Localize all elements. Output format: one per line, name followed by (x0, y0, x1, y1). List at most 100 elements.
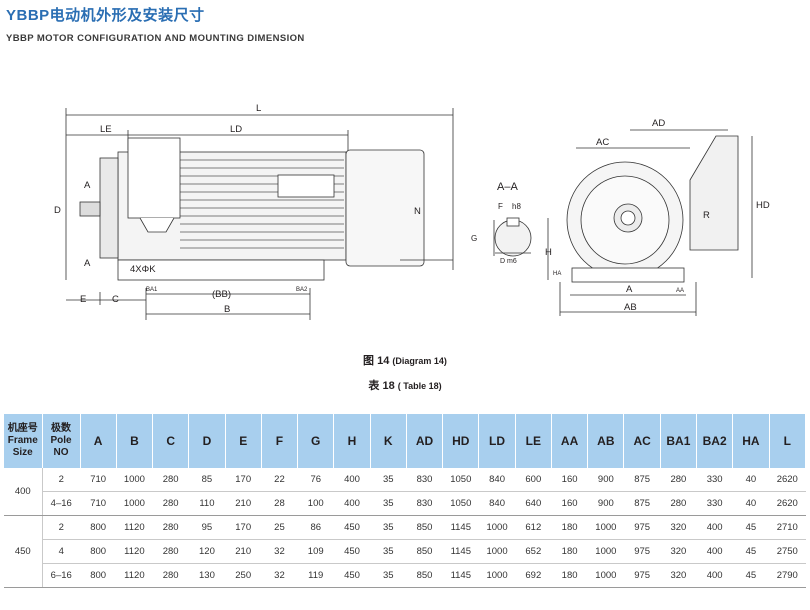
dim-label-K: 4XΦK (130, 264, 156, 275)
table-cell: 280 (152, 563, 189, 588)
table-cell: 1000 (116, 491, 153, 516)
dim-label-E: E (80, 294, 86, 305)
header-col: L (769, 414, 807, 468)
table-caption-en: ( Table 18) (397, 381, 442, 391)
table-cell: 2790 (769, 563, 806, 588)
section-title: A–A (497, 181, 518, 193)
table-cell: 975 (623, 515, 661, 540)
table-cell: 1000 (478, 563, 516, 588)
table-cell: 1120 (116, 539, 153, 564)
header-col: LD (478, 414, 516, 468)
table-cell: 22 (261, 468, 298, 492)
header-col: AA (551, 414, 589, 468)
table-cell: 850 (406, 515, 443, 540)
dimension-table: 机座号 Frame Size 极数 Pole NO A B C D E F G … (4, 414, 807, 588)
dim-label-AD: AD (652, 118, 665, 129)
pole-cell: 6–16 (42, 563, 80, 588)
table-cell: 830 (406, 468, 443, 492)
table-cell: 210 (225, 539, 262, 564)
table-cell: 710 (80, 491, 117, 516)
table-cell: 35 (370, 539, 407, 564)
header-col: BA2 (696, 414, 734, 468)
pole-cell: 4–16 (42, 491, 80, 516)
header-col: AD (406, 414, 444, 468)
table-cell: 160 (551, 491, 588, 516)
diagram-caption-en: (Diagram 14) (392, 356, 447, 366)
table-cell: 119 (297, 563, 334, 588)
dim-label-C: C (112, 294, 119, 305)
table-cell: 1120 (116, 563, 153, 588)
header-col: D (188, 414, 226, 468)
dim-label-LE: LE (100, 124, 112, 135)
table-cell: 600 (515, 468, 552, 492)
header-col: H (333, 414, 371, 468)
pole-cell: 2 (42, 515, 80, 540)
table-cell: 1000 (587, 563, 624, 588)
dim-label-BB: (BB) (212, 289, 231, 300)
header-col: A (80, 414, 117, 468)
page-title: YBBP电动机外形及安装尺寸 (6, 7, 205, 24)
table-cell: 1050 (442, 491, 479, 516)
header-col: BA1 (660, 414, 698, 468)
table-cell: 400 (696, 563, 733, 588)
table-cell: 45 (732, 539, 770, 564)
dim-label-A-end: A (626, 284, 633, 295)
table-cell: 800 (80, 539, 117, 564)
dim-label-D: D (54, 205, 61, 216)
table-cell: 875 (623, 491, 661, 516)
table-cell: 652 (515, 539, 552, 564)
table-cell: 900 (587, 491, 624, 516)
dim-label-L: L (256, 103, 261, 114)
header-frame-size: 机座号 Frame Size (4, 414, 43, 468)
motor-dimension-drawing: L LE LD D A A N 4XΦK BA1 BA2 (BB) B E C … (54, 103, 770, 320)
dim-label-D-m6: D m6 (500, 258, 517, 265)
header-col: AB (587, 414, 625, 468)
diagram-caption-cn: 图 14 (363, 355, 390, 367)
page-header: YBBP电动机外形及安装尺寸 YBBP MOTOR CONFIGURATION … (6, 4, 305, 44)
dim-label-LD: LD (230, 124, 242, 135)
header-col: AC (623, 414, 661, 468)
table-cell: 2710 (769, 515, 806, 540)
table-cell: 280 (660, 491, 697, 516)
table-cell: 35 (370, 563, 407, 588)
table-cell: 86 (297, 515, 334, 540)
table-cell: 280 (660, 468, 697, 492)
table-cell: 2620 (769, 468, 806, 492)
table-cell: 875 (623, 468, 661, 492)
table-cell: 710 (80, 468, 117, 492)
table-cell: 320 (660, 563, 697, 588)
table-caption-cn: 表 18 (368, 380, 395, 392)
header-col: K (370, 414, 407, 468)
table-cell: 25 (261, 515, 298, 540)
table-cell: 160 (551, 468, 588, 492)
table-cell: 180 (551, 563, 588, 588)
table-cell: 45 (732, 515, 770, 540)
table-cell: 2620 (769, 491, 806, 516)
table-cell: 800 (80, 515, 117, 540)
table-cell: 450 (333, 515, 371, 540)
table-cell: 1000 (587, 539, 624, 564)
table-cell: 180 (551, 539, 588, 564)
header-col: HA (732, 414, 770, 468)
table-cell: 400 (696, 539, 733, 564)
dim-label-G: G (471, 234, 477, 243)
table-cell: 975 (623, 539, 661, 564)
dim-label-H: H (545, 247, 552, 258)
table-cell: 450 (333, 563, 371, 588)
table-cell: 850 (406, 539, 443, 564)
table-cell: 280 (152, 468, 189, 492)
dim-label-N: N (414, 206, 421, 217)
table-cell: 1145 (442, 515, 479, 540)
table-cell: 1000 (587, 515, 624, 540)
table-cell: 840 (478, 491, 516, 516)
table-cell: 692 (515, 563, 552, 588)
table-cell: 85 (188, 468, 226, 492)
table-cell: 35 (370, 491, 407, 516)
table-cell: 330 (696, 491, 733, 516)
table-cell: 975 (623, 563, 661, 588)
table-cell: 1145 (442, 563, 479, 588)
